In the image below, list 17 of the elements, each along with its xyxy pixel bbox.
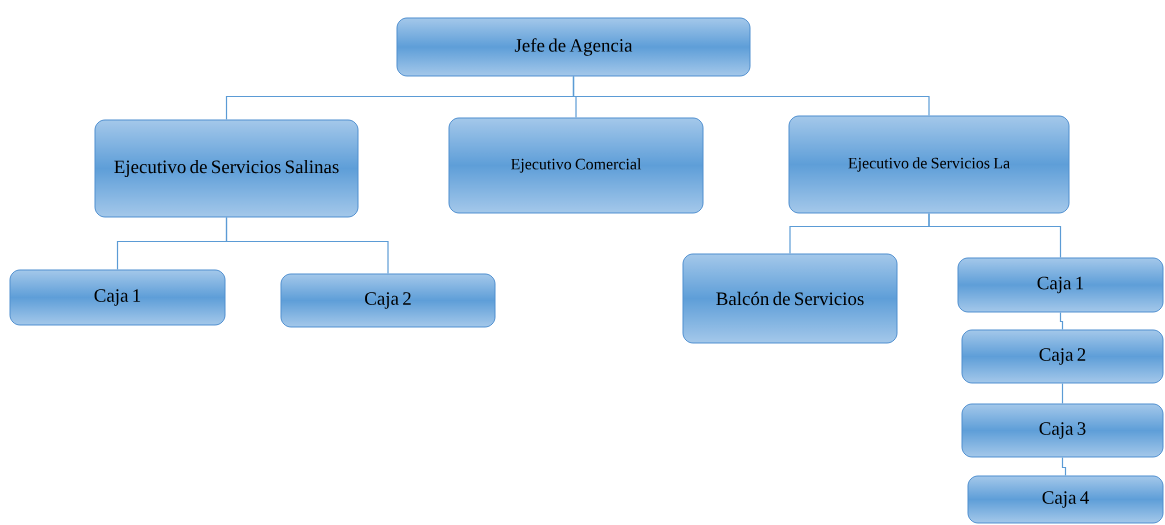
connector-line [1059, 311, 1064, 331]
connector-line [572, 75, 930, 117]
chart-box: Balcón de Servicios [682, 253, 898, 344]
chart-box: Caja 2 [280, 273, 496, 328]
chart-box: Jefe de Agencia [396, 17, 751, 77]
chart-box: Ejecutivo Comercial [448, 117, 704, 214]
chart-box: Caja 1 [957, 257, 1164, 313]
chart-box: Caja 3 [961, 403, 1164, 458]
connector-line [1061, 382, 1064, 405]
chart-box: Ejecutivo de Servicios Salinas [94, 119, 359, 218]
chart-box: Caja 2 [961, 329, 1164, 384]
connector-line [225, 216, 389, 275]
chart-box: Caja 1 [9, 269, 226, 326]
connector-line [928, 212, 1062, 259]
connector-line [1061, 456, 1067, 477]
chart-box: Caja 4 [967, 475, 1164, 524]
chart-box: Ejecutivo de Servicios La [788, 115, 1070, 214]
